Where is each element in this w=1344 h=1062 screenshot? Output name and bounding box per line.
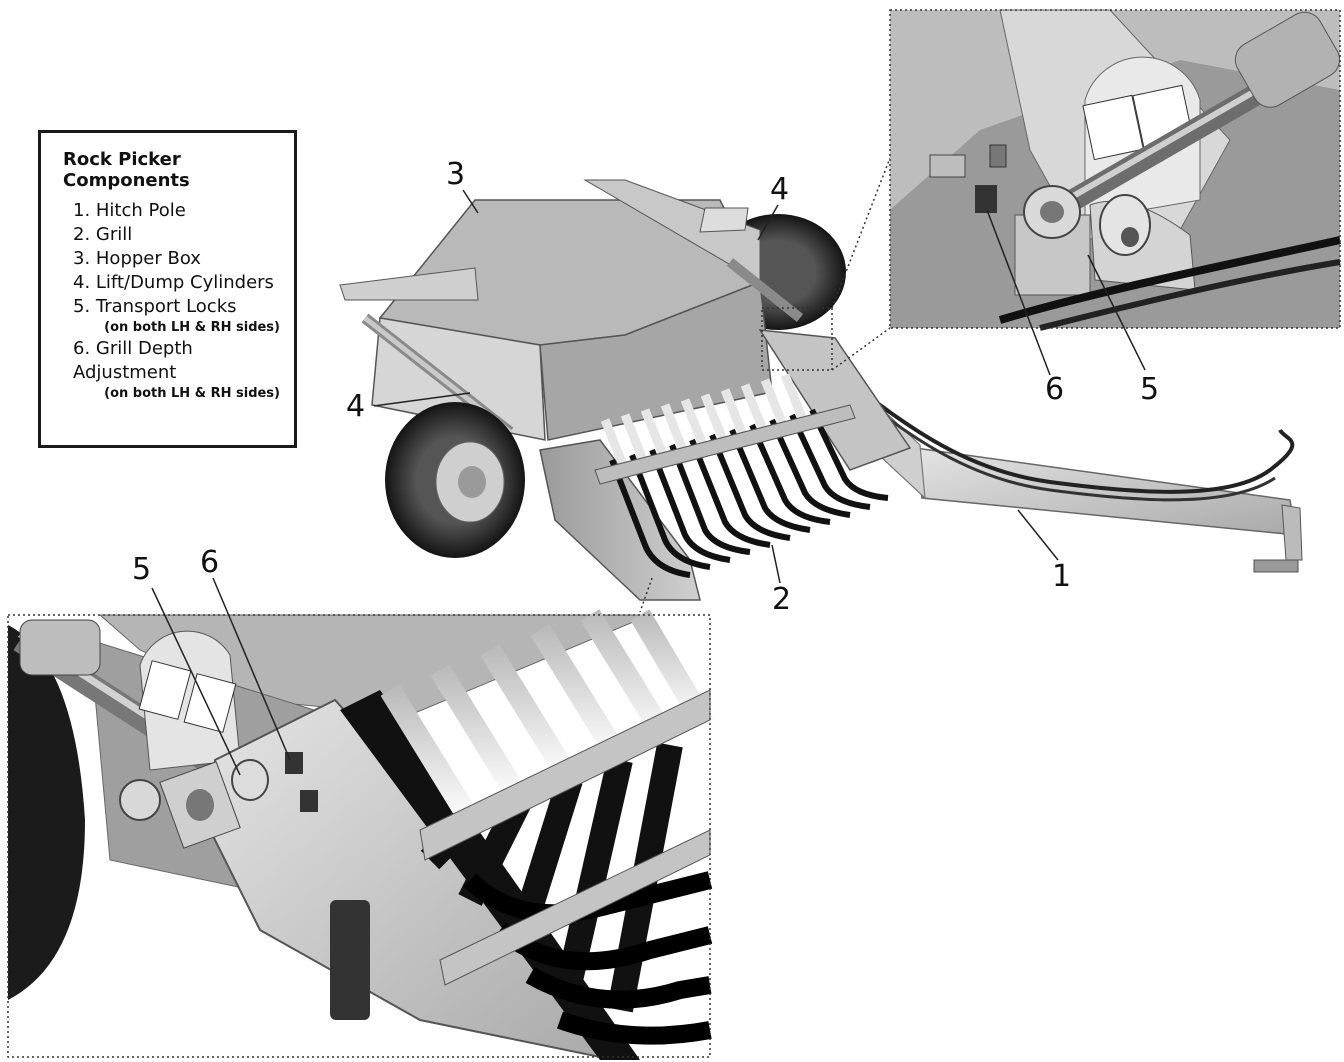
grill (609, 408, 889, 578)
legend-title: Rock Picker Components (63, 149, 190, 191)
legend-item-hitch-pole: 1. Hitch Pole (73, 200, 186, 221)
rock-picker-machine (339, 179, 1303, 601)
inset-top-right (889, 9, 1341, 376)
callout-hitch-pole: 1 (1052, 559, 1072, 594)
legend-item-lift-dump-cylinders: 4. Lift/Dump Cylinders (73, 272, 274, 293)
callout-grill: 2 (772, 582, 792, 617)
legend-list: 1. Hitch Pole 2. Grill 3. Hopper Box 4. … (63, 199, 280, 403)
legend-box: Rock Picker Components 1. Hitch Pole 2. … (38, 130, 297, 448)
legend-item-grill-depth-adjustment: 6. Grill Depth Adjustment (on both LH & … (73, 338, 280, 401)
leader-lines (373, 189, 1059, 584)
hydraulic-hose (838, 373, 1295, 494)
inset-adjustment-bolt (975, 185, 997, 213)
legend-item-grill: 2. Grill (73, 224, 133, 245)
detail-area-top (761, 307, 833, 371)
legend-note-grill-depth-adjustment: (on both LH & RH sides) (104, 386, 280, 401)
jack-stand (1253, 559, 1299, 573)
legend-item-transport-locks: 5. Transport Locks (on both LH & RH side… (73, 296, 280, 335)
callout-inset-bottom-transport-lock: 5 (132, 552, 152, 587)
legend-note-transport-locks: (on both LH & RH sides) (104, 320, 280, 335)
callout-lift-cylinder-left: 4 (346, 389, 366, 424)
inset-bottom-left (7, 577, 715, 1060)
callout-inset-bottom-grill-depth-adjustment: 6 (200, 545, 220, 580)
inset-cylinder-barrel (1234, 11, 1340, 108)
callout-inset-top-transport-lock: 5 (1140, 372, 1160, 407)
callout-inset-top-grill-depth-adjustment: 6 (1045, 372, 1065, 407)
inset-grill (340, 609, 715, 1060)
callout-hopper-box: 3 (446, 157, 466, 192)
legend-item-hopper-box: 3. Hopper Box (73, 248, 201, 269)
grill-side-plate-left (539, 439, 701, 601)
caution-decal (1082, 94, 1144, 161)
callout-lift-cylinder-right: 4 (770, 172, 790, 207)
inset-tire (8, 625, 85, 1000)
